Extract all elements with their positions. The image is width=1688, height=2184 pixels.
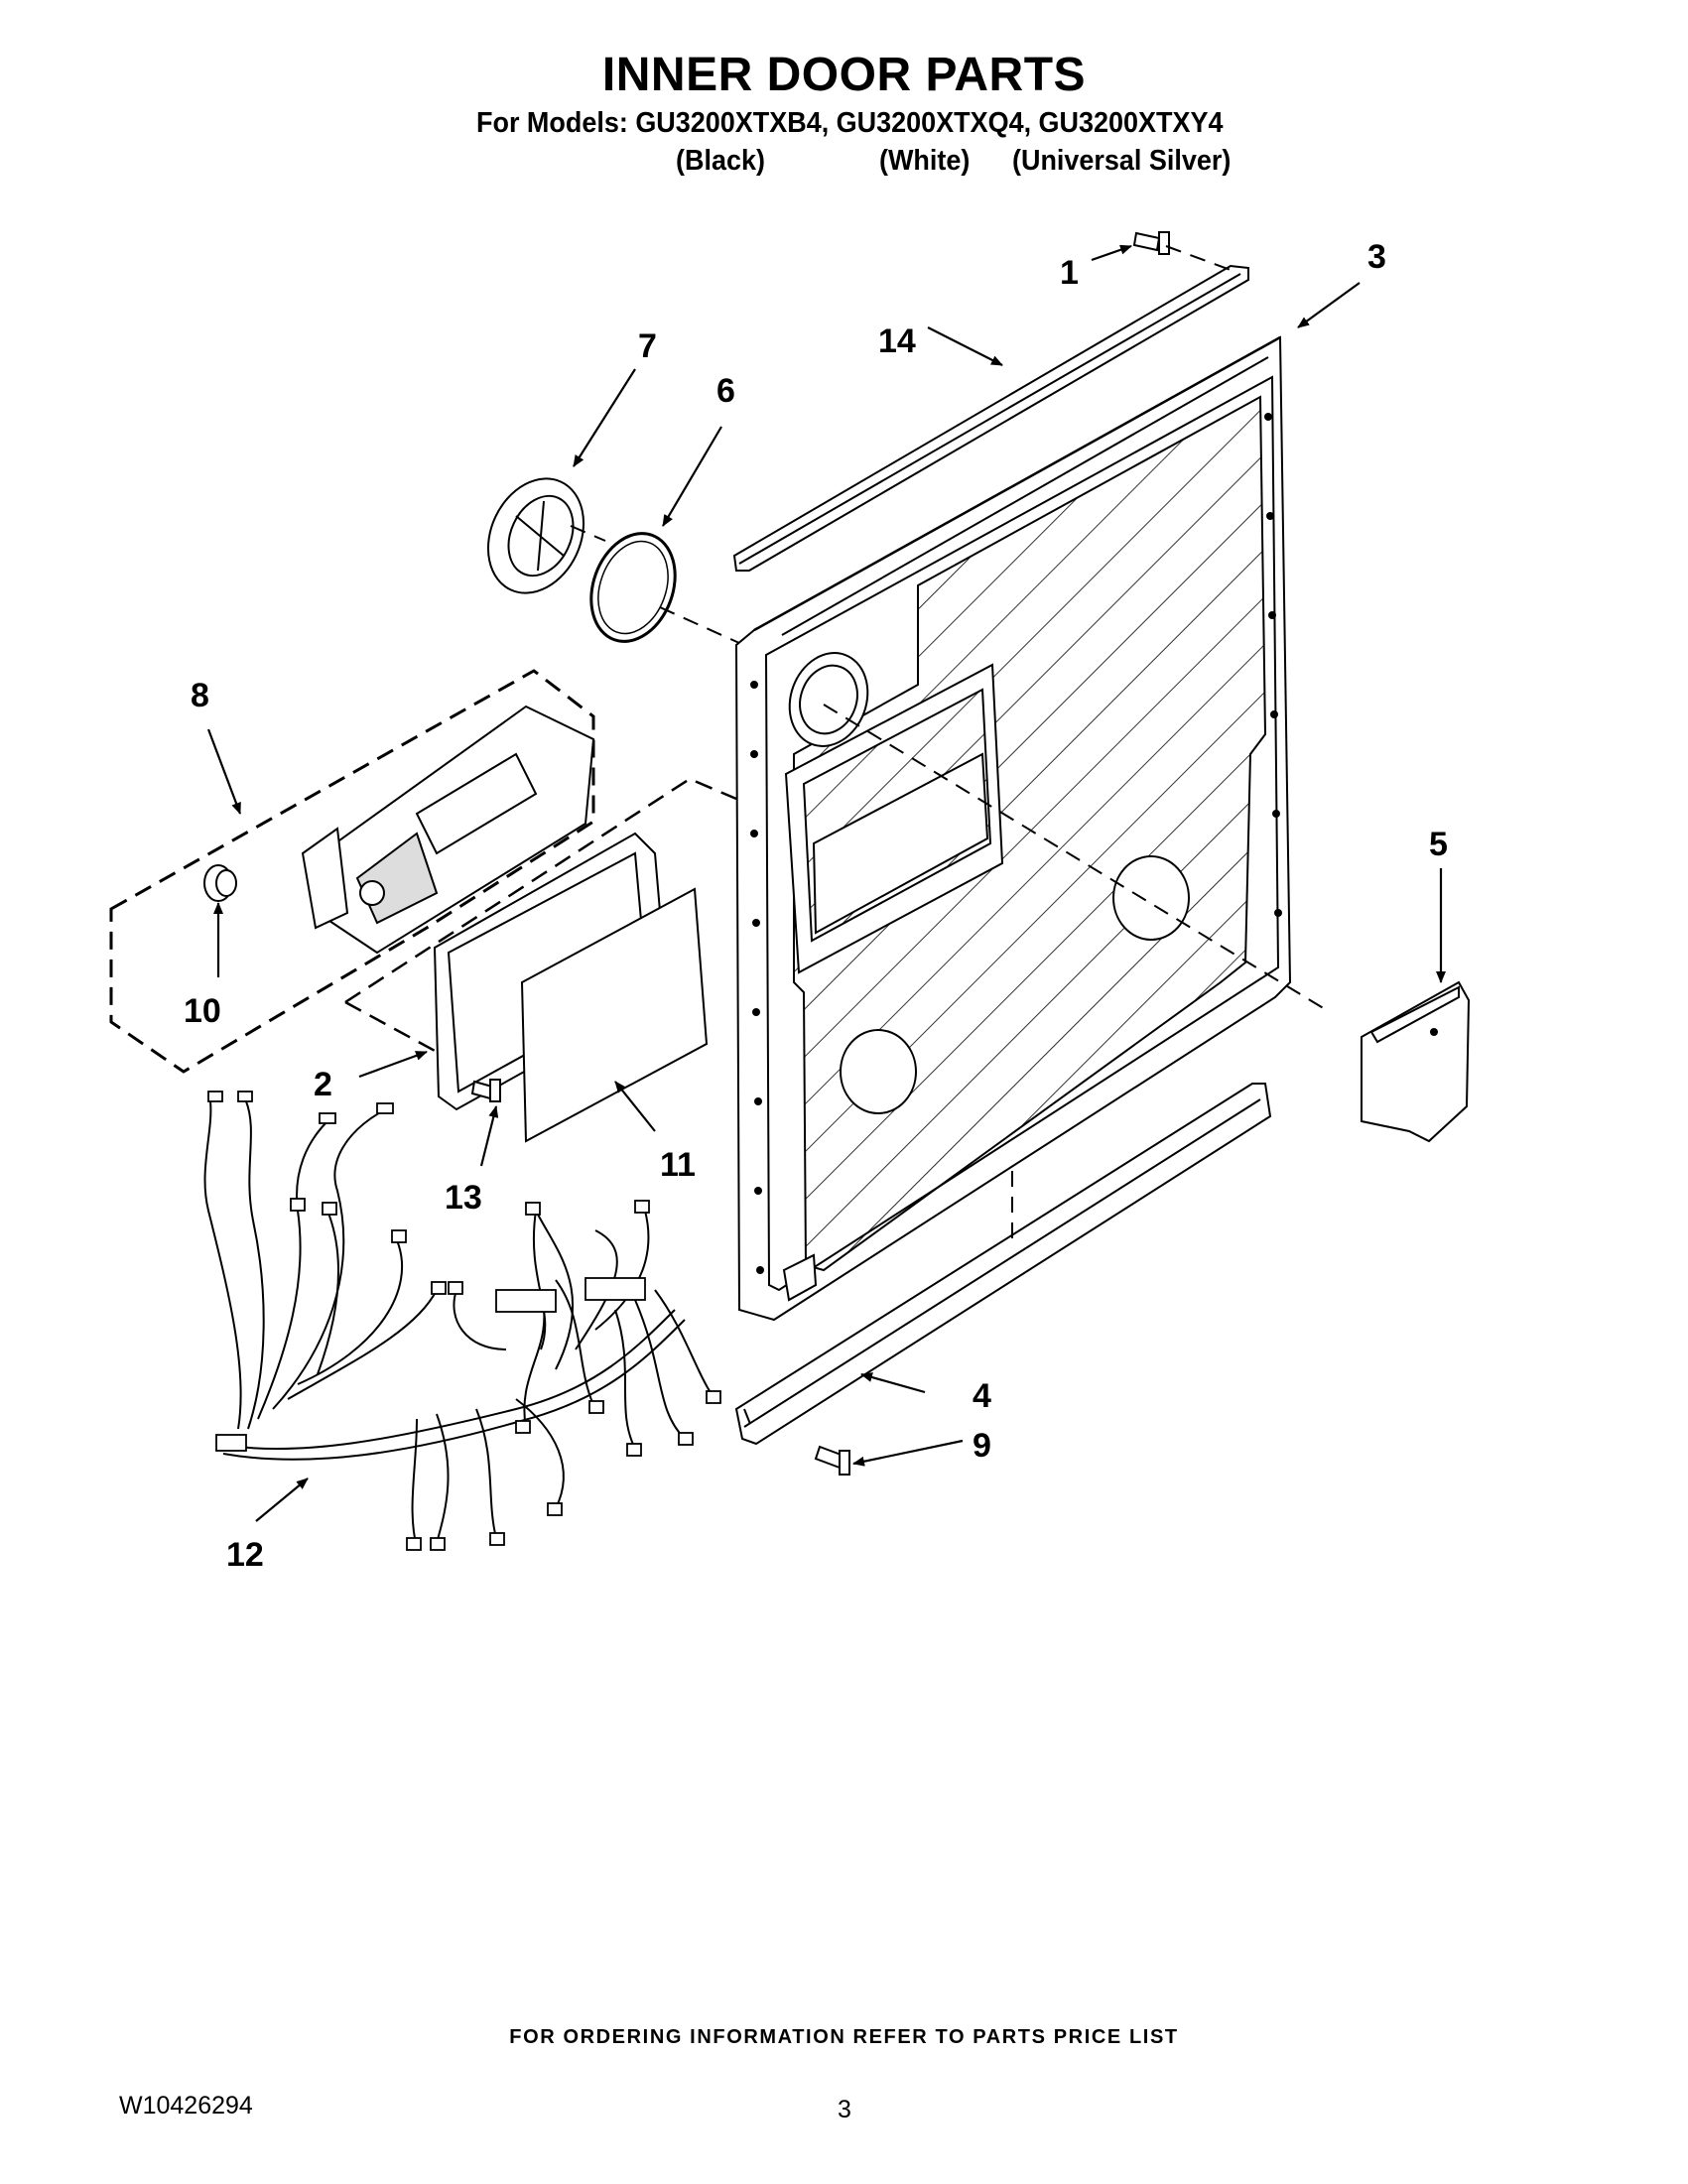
document-number: W10426294 xyxy=(119,2092,253,2120)
screw-13 xyxy=(470,1079,501,1102)
page-title: INNER DOOR PARTS xyxy=(601,49,1087,101)
callout-2: 2 xyxy=(314,1066,332,1103)
callout-arrows xyxy=(206,244,1446,1522)
inner-door-panel xyxy=(734,335,1292,1322)
vent-cover xyxy=(486,477,585,594)
panel-cover xyxy=(520,887,709,1143)
callout-4: 4 xyxy=(973,1377,991,1415)
color-label-white: (White) xyxy=(879,145,971,177)
top-trim-strip xyxy=(732,264,1249,572)
callout-1: 1 xyxy=(1060,254,1079,292)
callout-10: 10 xyxy=(184,992,221,1030)
dispenser-assembly xyxy=(301,705,595,955)
callout-9: 9 xyxy=(973,1427,991,1465)
knob-10 xyxy=(203,864,237,902)
ordering-note: FOR ORDERING INFORMATION REFER TO PARTS … xyxy=(509,2026,1179,2048)
callout-11: 11 xyxy=(660,1146,696,1184)
screw-9 xyxy=(814,1445,850,1476)
end-cap xyxy=(1361,980,1471,1143)
color-label-universal-silver: (Universal Silver) xyxy=(1012,145,1232,177)
callout-13: 13 xyxy=(445,1179,482,1217)
bottom-trim-strip xyxy=(734,1083,1272,1446)
panel-dashed-guide xyxy=(344,777,737,1054)
callout-6: 6 xyxy=(716,372,735,410)
callout-5: 5 xyxy=(1429,826,1448,863)
color-label-black: (Black) xyxy=(676,145,765,177)
page-number: 3 xyxy=(838,2096,851,2123)
callout-3: 3 xyxy=(1367,238,1386,276)
dispenser-assembly-box xyxy=(109,669,595,1074)
vent-gasket xyxy=(589,532,677,643)
screw-1 xyxy=(1132,231,1170,255)
models-line: For Models: GU3200XTXB4, GU3200XTXQ4, GU… xyxy=(476,107,1224,139)
callout-7: 7 xyxy=(638,327,657,365)
callout-8: 8 xyxy=(191,677,209,714)
alignment-lines xyxy=(570,245,1331,1430)
callout-14: 14 xyxy=(878,322,916,360)
callout-12: 12 xyxy=(226,1536,264,1574)
wire-harness xyxy=(203,1091,721,1551)
callout-labels: 1 3 14 7 6 8 5 10 2 13 11 12 4 9 xyxy=(184,238,1448,1574)
